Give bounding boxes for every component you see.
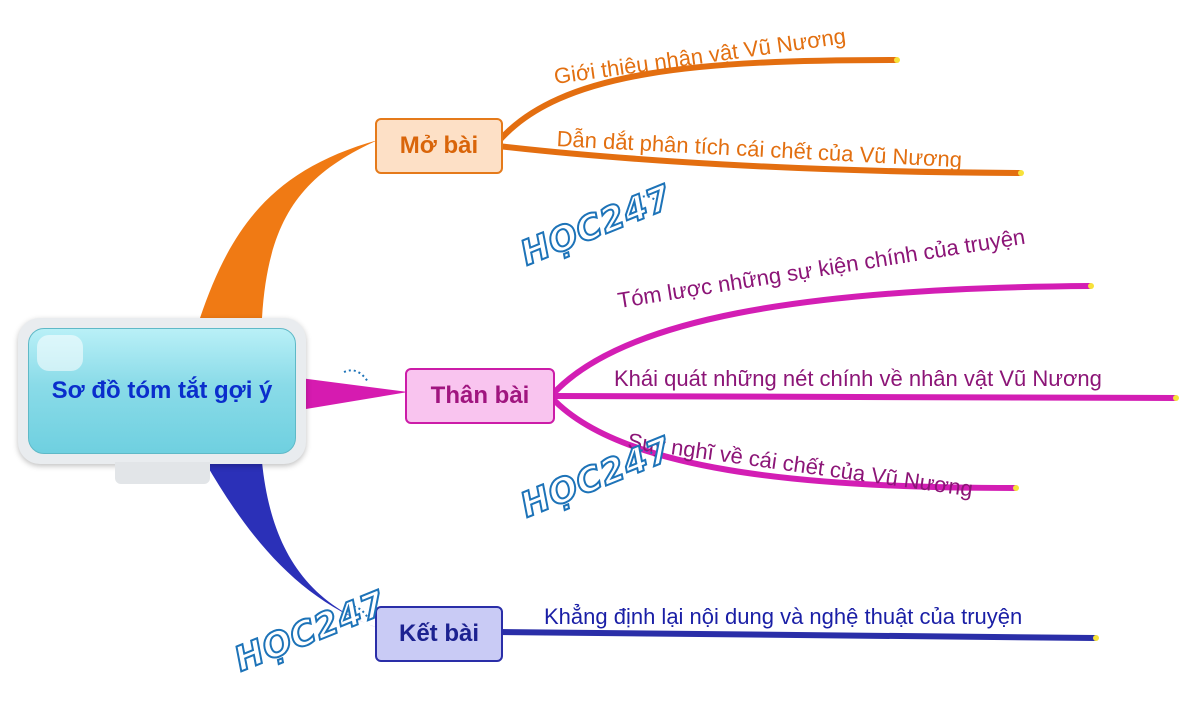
root-node: Sơ đồ tóm tắt gợi ý — [18, 318, 306, 464]
edge-than-bai-leaf-3 — [549, 395, 1018, 491]
edge-end-dot — [1013, 485, 1019, 491]
branch-mo-bai: Mở bài — [375, 118, 503, 174]
connector-root-ket-bai — [205, 462, 378, 628]
edge-end-dot — [1088, 283, 1094, 289]
watermark-sparkle — [343, 195, 663, 619]
connector-root-mo-bai — [200, 140, 378, 318]
edge-end-dot — [1093, 635, 1099, 641]
branch-ket-bai: Kết bài — [375, 606, 503, 662]
edge-mo-bai-leaf-2 — [495, 143, 1023, 176]
leaf-ket-bai-1: Khẳng định lại nội dung và nghệ thuật củ… — [544, 604, 1023, 629]
edge-end-dot — [1173, 395, 1179, 401]
edge-than-bai-leaf-1 — [549, 283, 1093, 398]
edge-than-bai-leaf-2 — [549, 393, 1178, 401]
edge-end-dot — [1018, 170, 1024, 176]
edge-mo-bai-leaf-1 — [495, 57, 899, 145]
root-label: Sơ đồ tóm tắt gợi ý — [51, 377, 273, 404]
root-node-stand — [115, 462, 210, 484]
edge-ket-bai-leaf-1 — [495, 629, 1098, 641]
leaf-than-bai-2: Khái quát những nét chính về nhân vật Vũ… — [614, 366, 1102, 391]
root-node-panel: Sơ đồ tóm tắt gợi ý — [28, 328, 296, 454]
connector-root-than-bai — [300, 378, 408, 410]
branch-than-bai: Thân bài — [405, 368, 555, 424]
edge-end-dot — [894, 57, 900, 63]
